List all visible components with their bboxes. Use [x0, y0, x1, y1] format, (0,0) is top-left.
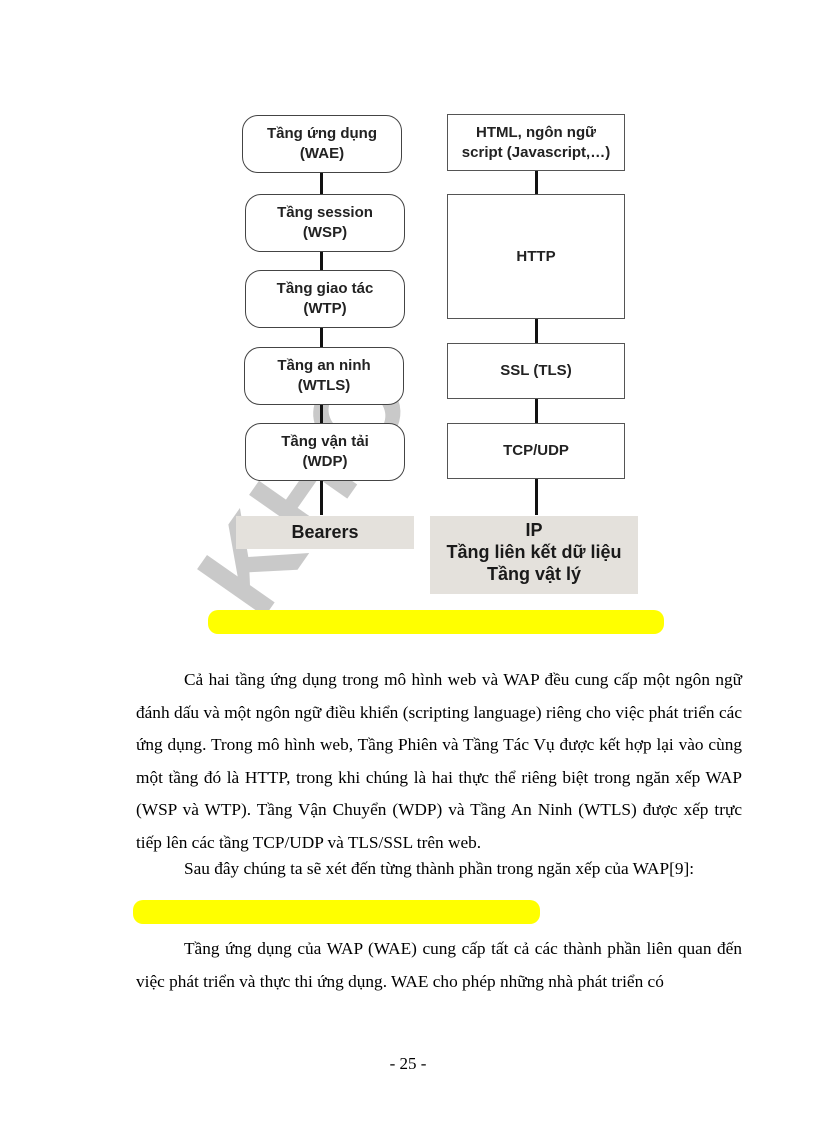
heading-highlight-wae — [133, 900, 540, 924]
web-layer-ssl-tls: SSL (TLS) — [447, 343, 625, 399]
wap-layer-wsp: Tầng session (WSP) — [245, 194, 405, 252]
web-layer-tcp-udp: TCP/UDP — [447, 423, 625, 479]
caption-highlight-figure — [208, 610, 664, 634]
web-layer-http: HTTP — [447, 194, 625, 319]
paragraph-wae: Tầng ứng dụng của WAP (WAE) cung cấp tất… — [136, 939, 742, 991]
paragraph-stack-comparison: Cả hai tầng ứng dụng trong mô hình web v… — [136, 670, 742, 852]
wap-layer-wtls: Tầng an ninh (WTLS) — [244, 347, 404, 405]
wap-base-bearers: Bearers — [236, 516, 414, 549]
web-connector-line — [535, 168, 538, 515]
page-number: - 25 - — [389, 1054, 427, 1073]
web-layer-html-script: HTML, ngôn ngữ script (Javascript,…) — [447, 114, 625, 171]
paragraph-intro-components: Sau đây chúng ta sẽ xét đến từng thành p… — [184, 859, 695, 878]
wap-layer-wdp: Tầng vận tải (WDP) — [245, 423, 405, 481]
wap-connector-line — [320, 170, 323, 515]
web-base-ip-datalink-physical: IP Tầng liên kết dữ liệu Tầng vật lý — [430, 516, 638, 594]
wap-layer-wtp: Tầng giao tác (WTP) — [245, 270, 405, 328]
wap-vs-web-stack-diagram: Tầng ứng dụng (WAE) Tầng session (WSP) T… — [236, 114, 638, 594]
wap-layer-wae: Tầng ứng dụng (WAE) — [242, 115, 402, 173]
